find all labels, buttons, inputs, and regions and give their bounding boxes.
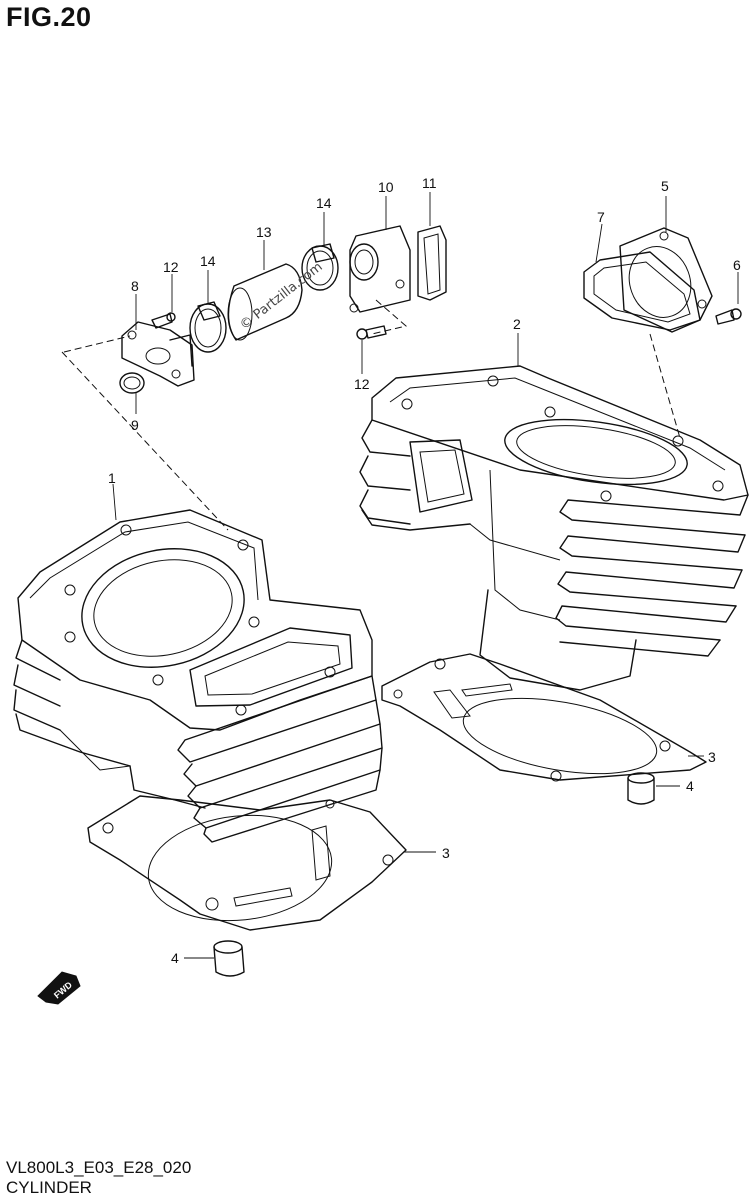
callout-6: 6	[733, 257, 741, 273]
callout-4-rear: 4	[686, 778, 694, 794]
dowel-pin-front	[213, 940, 245, 977]
fitting-gasket	[417, 225, 447, 301]
front-cylinder-base-gasket	[87, 795, 407, 931]
callout-14-left: 14	[200, 253, 216, 269]
leader-lines	[112, 192, 739, 959]
callout-10: 10	[378, 179, 394, 195]
water-inlet-pipe	[121, 321, 195, 387]
figure-name: CYLINDER	[6, 1178, 92, 1197]
callout-3-front: 3	[442, 845, 450, 861]
dowel-pin-rear	[627, 772, 655, 805]
callout-11: 11	[422, 175, 437, 191]
bolt-lower	[356, 325, 387, 340]
o-ring	[119, 372, 145, 394]
callout-3-rear: 3	[708, 749, 716, 765]
callout-5: 5	[661, 178, 669, 194]
callout-13: 13	[256, 224, 272, 240]
callout-7: 7	[597, 209, 605, 225]
callout-8: 8	[131, 278, 139, 294]
cylinder-cover	[619, 227, 713, 333]
alignment-line-fitting	[371, 299, 408, 335]
water-hose	[227, 263, 303, 341]
rear-cylinder	[359, 365, 749, 691]
bolt-right	[715, 308, 742, 325]
callout-12-lower: 12	[354, 376, 370, 392]
callout-2: 2	[513, 316, 521, 332]
rear-cylinder-base-gasket	[381, 653, 707, 782]
fwd-arrow-icon: FWD	[37, 971, 81, 1005]
callout-14-right: 14	[316, 195, 332, 211]
model-code: VL800L3_E03_E28_020	[6, 1158, 192, 1177]
watermark-text: © Partzilla.com	[237, 260, 325, 334]
cover-gasket	[583, 251, 701, 331]
front-cylinder	[13, 509, 383, 843]
water-outlet-fitting	[349, 225, 411, 313]
alignment-line-front	[61, 351, 229, 531]
figure-title: FIG.20	[6, 2, 92, 32]
hose-clamp-left	[189, 301, 227, 353]
callout-12-left: 12	[163, 259, 179, 275]
alignment-line-inlet	[63, 335, 131, 353]
callout-1: 1	[108, 470, 116, 486]
callout-9: 9	[131, 417, 139, 433]
bolt-left	[151, 312, 176, 329]
alignment-line-rear	[649, 333, 681, 439]
callout-4-front: 4	[171, 950, 179, 966]
